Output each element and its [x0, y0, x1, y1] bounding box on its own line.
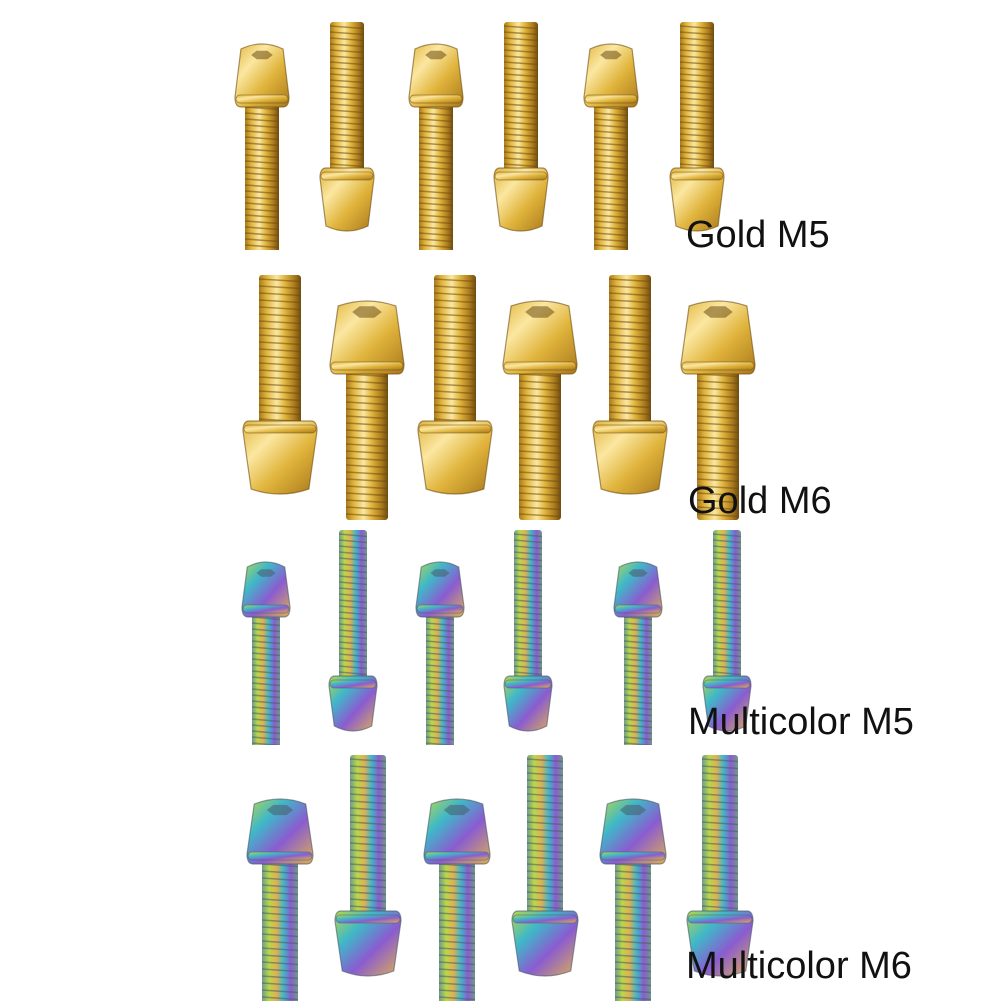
caption-multicolor-m6: Multicolor M6	[686, 945, 912, 987]
bolt-m5-4	[493, 22, 549, 232]
bolt-m5-1	[234, 43, 290, 250]
bolt-group-multicolor-m6: Multicolor M6	[0, 745, 1001, 1001]
bolt-m5-3	[408, 43, 464, 250]
bolt-m6-5	[592, 275, 668, 495]
gold-m5-bolts-image	[234, 22, 725, 250]
bolt-m5-5	[583, 43, 639, 250]
caption-multicolor-m5: Multicolor M5	[688, 701, 914, 743]
multicolor-m6-bolts-image	[246, 755, 754, 1001]
bolt-m5-1	[241, 561, 291, 745]
bolt-m5-4	[503, 530, 553, 732]
caption-gold-m5: Gold M5	[686, 214, 830, 256]
bolt-m6-3	[423, 798, 491, 1001]
multicolor-m5-bolts-image	[241, 530, 752, 745]
bolt-m5-3	[415, 561, 465, 745]
bolt-m5-6	[702, 530, 752, 732]
bolt-group-gold-m6: Gold M6	[0, 250, 1001, 525]
bolt-m5-6	[669, 22, 725, 232]
bolt-m6-4	[502, 300, 578, 520]
bolt-m6-6	[680, 300, 756, 520]
bolt-m6-5	[599, 798, 667, 1001]
bolt-m6-4	[511, 755, 579, 977]
gold-m6-bolts-image	[242, 275, 756, 520]
bolt-m5-2	[319, 22, 375, 232]
caption-gold-m6: Gold M6	[688, 480, 832, 522]
bolt-group-gold-m5: Gold M5	[0, 0, 1001, 256]
bolt-m6-3	[417, 275, 493, 495]
bolt-m6-1	[246, 798, 314, 1001]
bolt-m6-6	[686, 755, 754, 977]
bolt-group-multicolor-m5: Multicolor M5	[0, 525, 1001, 745]
bolt-m6-2	[329, 300, 405, 520]
bolt-m6-1	[242, 275, 318, 495]
bolt-m5-2	[328, 530, 378, 732]
bolt-m6-2	[334, 755, 402, 977]
bolt-m5-5	[613, 561, 663, 745]
